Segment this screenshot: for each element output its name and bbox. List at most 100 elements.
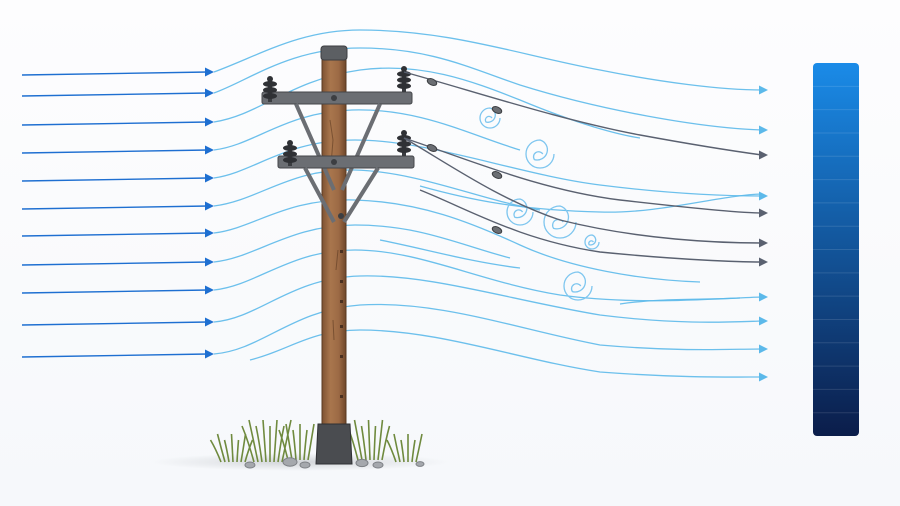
nail-mark bbox=[340, 395, 343, 398]
arrow-right-icon bbox=[205, 67, 214, 77]
upper-crossarm bbox=[261, 91, 413, 191]
arrow-right-icon bbox=[759, 257, 768, 267]
pole-base-sleeve bbox=[315, 423, 353, 465]
arrow-right-icon bbox=[205, 317, 214, 327]
arrow-right-icon bbox=[205, 117, 214, 127]
pole-nail-marks bbox=[340, 250, 343, 398]
swirl-icon bbox=[525, 139, 555, 169]
arrow-right-icon bbox=[759, 372, 768, 382]
nail-mark bbox=[340, 355, 343, 358]
pole-cap bbox=[320, 45, 348, 61]
insulator-icon bbox=[283, 140, 297, 166]
streamline bbox=[213, 29, 763, 91]
stone bbox=[244, 461, 256, 469]
grass-tuft bbox=[278, 423, 315, 461]
inflow-arrow bbox=[21, 261, 209, 266]
nail-mark bbox=[340, 250, 343, 253]
streamline bbox=[213, 249, 763, 302]
arrow-right-icon bbox=[205, 201, 214, 211]
ground-stones bbox=[244, 457, 425, 469]
upper-brace bbox=[294, 103, 382, 191]
line-clamp bbox=[491, 171, 503, 179]
arrow-right-icon bbox=[205, 349, 214, 359]
nail-mark bbox=[340, 300, 343, 303]
arrow-right-icon bbox=[205, 145, 214, 155]
conductor-line bbox=[419, 189, 763, 263]
arrow-right-icon bbox=[205, 228, 214, 238]
conductor-line bbox=[403, 137, 763, 214]
inflow-arrow bbox=[21, 321, 209, 326]
conductor-line bbox=[403, 137, 763, 244]
lower-crossarm bbox=[277, 155, 415, 224]
nail-mark bbox=[340, 280, 343, 283]
insulator-icon bbox=[397, 66, 411, 92]
streamline bbox=[213, 139, 763, 197]
arrow-right-icon bbox=[759, 85, 768, 95]
swirl-icon bbox=[543, 205, 577, 239]
arrow-right-icon bbox=[759, 150, 768, 160]
inflow-arrow bbox=[21, 289, 209, 294]
line-clamp bbox=[426, 144, 438, 152]
inflow-arrow bbox=[21, 121, 209, 126]
nail-mark bbox=[340, 325, 343, 328]
insulator-icon bbox=[263, 76, 277, 102]
stone bbox=[299, 461, 311, 469]
streamline bbox=[213, 47, 763, 131]
streamline bbox=[213, 199, 701, 283]
conductors-group bbox=[403, 71, 768, 267]
wake-eddies-group bbox=[479, 107, 600, 301]
streamline bbox=[249, 329, 763, 378]
arrow-right-icon bbox=[759, 191, 768, 201]
swirl-icon bbox=[506, 198, 534, 226]
streamline bbox=[213, 224, 511, 263]
inflow-arrow bbox=[21, 353, 209, 358]
inflow-arrow bbox=[21, 177, 209, 182]
color-bar-segments bbox=[813, 85, 859, 414]
insulator-icon bbox=[397, 130, 411, 156]
line-clamp bbox=[426, 78, 438, 86]
arrow-right-icon bbox=[759, 208, 768, 218]
arrow-right-icon bbox=[759, 125, 768, 135]
stone bbox=[415, 461, 425, 467]
grass-tuft bbox=[386, 433, 423, 463]
color-bar-body bbox=[813, 63, 859, 436]
line-clamp bbox=[491, 226, 503, 234]
stone bbox=[282, 457, 298, 467]
stone bbox=[355, 458, 369, 468]
inflow-arrow bbox=[21, 205, 209, 210]
inflow-arrow bbox=[21, 92, 209, 97]
stone bbox=[372, 461, 384, 469]
grass-tuft bbox=[241, 419, 292, 463]
utility-pole bbox=[315, 45, 353, 465]
arrow-right-icon bbox=[205, 257, 214, 267]
grass-tufts bbox=[209, 419, 423, 463]
streamline bbox=[213, 109, 521, 151]
insulators-group bbox=[263, 66, 411, 166]
arrow-right-icon bbox=[759, 292, 768, 302]
arrow-right-icon bbox=[759, 238, 768, 248]
conductor-line bbox=[403, 71, 763, 156]
streamline bbox=[213, 275, 763, 323]
swirl-icon bbox=[479, 107, 501, 129]
streamline bbox=[213, 303, 763, 355]
pole-shaft bbox=[321, 57, 347, 431]
inflow-arrows-group bbox=[21, 67, 214, 359]
grass-tuft bbox=[346, 419, 391, 461]
streamline bbox=[379, 239, 521, 269]
streamline bbox=[419, 185, 763, 213]
inflow-arrow bbox=[21, 71, 209, 76]
color-scale-bar bbox=[813, 63, 859, 436]
arrow-right-icon bbox=[205, 285, 214, 295]
arrow-right-icon bbox=[205, 88, 214, 98]
arrow-right-icon bbox=[205, 173, 214, 183]
arrow-right-icon bbox=[759, 344, 768, 354]
swirl-icon bbox=[563, 271, 593, 301]
line-clamp bbox=[491, 106, 503, 114]
streamline bbox=[213, 169, 541, 211]
swirl-icon bbox=[584, 234, 600, 250]
arrow-right-icon bbox=[759, 316, 768, 326]
grass-tuft bbox=[209, 433, 254, 463]
lower-brace bbox=[303, 166, 380, 224]
